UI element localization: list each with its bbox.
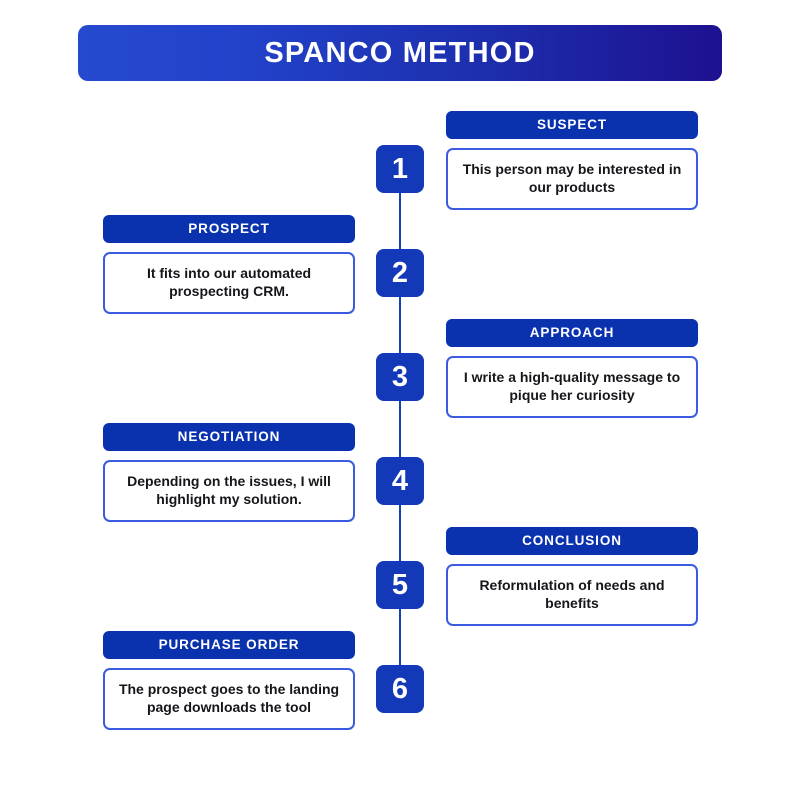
step-description-box: It fits into our automated prospecting C…: [103, 252, 355, 314]
step-number-badge-5: 5: [376, 561, 424, 609]
step-group-negotiation: NEGOTIATION Depending on the issues, I wi…: [103, 423, 355, 522]
step-group-purchase-order: PURCHASE ORDER The prospect goes to the l…: [103, 631, 355, 730]
step-number-badge-6: 6: [376, 665, 424, 713]
page-title: SPANCO METHOD: [264, 36, 536, 69]
step-label-text: SUSPECT: [536, 117, 608, 133]
step-number-label: 2: [391, 256, 409, 289]
step-number-badge-4: 4: [376, 457, 424, 505]
step-label-bar: PROSPECT: [103, 215, 355, 243]
step-number-badge-3: 3: [376, 353, 424, 401]
step-label-text: PURCHASE ORDER: [158, 637, 300, 653]
step-description-box: The prospect goes to the landing page do…: [103, 668, 355, 730]
step-description-text: It fits into our automated prospecting C…: [146, 265, 312, 299]
step-description-box: This person may be interested in our pro…: [446, 148, 698, 210]
step-group-suspect: SUSPECT This person may be interested in …: [446, 111, 698, 210]
step-description-text: Depending on the issues, I will highligh…: [127, 473, 331, 507]
step-number-label: 5: [391, 568, 409, 601]
step-description-box: I write a high-quality message to pique …: [446, 356, 698, 418]
step-label-bar: APPROACH: [446, 319, 698, 347]
step-label-text: APPROACH: [529, 325, 615, 341]
timeline-connector-line: [399, 165, 401, 685]
step-number-label: 6: [391, 672, 409, 705]
step-description-box: Depending on the issues, I will highligh…: [103, 460, 355, 522]
step-label-text: CONCLUSION: [522, 533, 622, 549]
step-group-approach: APPROACH I write a high-quality message t…: [446, 319, 698, 418]
step-label-bar: PURCHASE ORDER: [103, 631, 355, 659]
step-label-text: PROSPECT: [188, 221, 270, 237]
diagram-title-banner: SPANCO METHOD: [78, 25, 722, 81]
step-group-prospect: PROSPECT It fits into our automated prosp…: [103, 215, 355, 314]
step-description-text: I write a high-quality message to pique …: [463, 369, 681, 403]
step-label-bar: SUSPECT: [446, 111, 698, 139]
step-number-label: 3: [391, 360, 409, 393]
step-label-bar: NEGOTIATION: [103, 423, 355, 451]
step-description-text: This person may be interested in our pro…: [462, 161, 682, 195]
step-description-box: Reformulation of needs and benefits: [446, 564, 698, 626]
step-number-label: 4: [391, 464, 409, 497]
step-number-badge-1: 1: [376, 145, 424, 193]
step-label-text: NEGOTIATION: [177, 429, 281, 445]
step-description-text: The prospect goes to the landing page do…: [118, 681, 340, 715]
step-number-label: 1: [391, 152, 409, 185]
step-group-conclusion: CONCLUSION Reformulation of needs and ben…: [446, 527, 698, 626]
step-label-bar: CONCLUSION: [446, 527, 698, 555]
step-description-text: Reformulation of needs and benefits: [479, 577, 665, 611]
step-number-badge-2: 2: [376, 249, 424, 297]
